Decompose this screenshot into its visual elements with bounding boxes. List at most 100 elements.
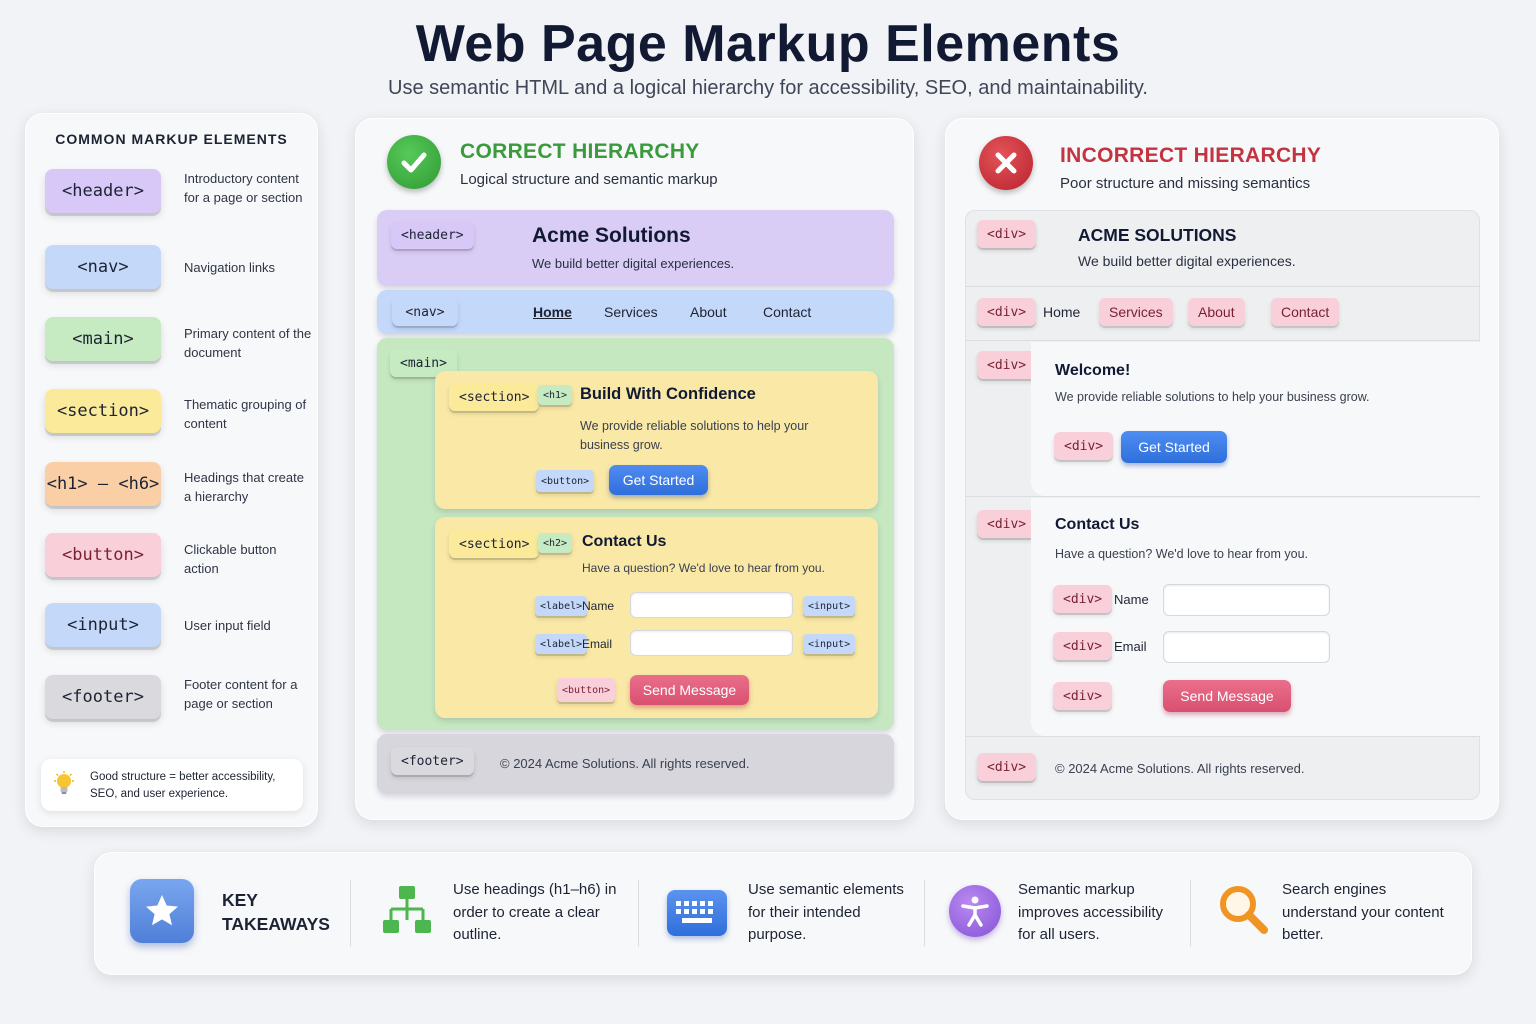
div-tag: <div> [977,510,1037,538]
hierarchy-icon [379,884,435,938]
section-box: <section> <h1> Build With Confidence We … [435,371,878,509]
div-tag: <div> [977,753,1037,781]
legend-tag: <nav> [45,245,161,289]
correct-title: CORRECT HIERARCHY [460,140,700,163]
h2-heading: Contact Us [582,533,667,550]
email-label: Email [582,637,613,651]
page-subtitle: Use semantic HTML and a logical hierarch… [388,77,1148,99]
takeaway-text: Use headings (h1–h6) in order to create … [453,881,617,943]
legend-item-nav: <nav> Navigation links [45,245,310,291]
tip-text: Good structure = better accessibility, S… [90,771,276,800]
welcome-text: We provide reliable solutions to help yo… [1055,390,1370,404]
div-tag: <div> [1053,632,1113,660]
nav-link-home[interactable]: Home [1043,304,1081,320]
incorrect-title: INCORRECT HIERARCHY [1060,144,1322,167]
header-box: <header> Acme Solutions We build better … [377,210,894,286]
welcome-div [1031,342,1480,496]
correct-hierarchy-panel: CORRECT HIERARCHY Logical structure and … [355,118,914,820]
legend-item-main: <main> Primary content of the document [45,317,311,363]
takeaway-text: Search engines understand your content b… [1282,881,1444,943]
input-tag: <input> [803,596,856,616]
div-tag: <div> [1054,432,1114,460]
email-input[interactable] [1163,631,1330,663]
label-tag: <label> [535,596,588,616]
legend-item-button: <button> Clickable button action [45,533,310,579]
keyboard-icon [667,890,727,936]
legend-desc: Navigation links [184,260,276,275]
div-tag: <div> [1053,682,1113,710]
correct-subtitle: Logical structure and semantic markup [460,171,718,188]
legend-desc: User input field [184,618,271,633]
contact-heading: Contact Us [1055,516,1140,533]
star-icon [130,879,194,943]
divider [965,340,1480,341]
divider [965,286,1480,287]
legend-tag: <h1> – <h6> [45,462,161,506]
legend-desc: Primary content of the document [184,326,312,360]
site-name: Acme Solutions [532,224,691,247]
section-text: Have a question? We'd love to hear from … [582,561,825,575]
divider [965,496,1480,497]
footer-text: © 2024 Acme Solutions. All rights reserv… [500,756,750,771]
divider [1190,880,1191,946]
section-text: We provide reliable solutions to help yo… [580,419,809,452]
tagline: We build better digital experiences. [532,256,735,271]
name-input[interactable] [1163,584,1330,616]
legend-tag: <section> [45,389,161,433]
h1-tag: <h1> [538,385,573,405]
legend-desc: Headings that create a hierarchy [184,470,304,504]
nav-link-home[interactable]: Home [533,304,572,320]
get-started-button[interactable]: Get Started [609,465,708,495]
legend-item-footer: <footer> Footer content for a page or se… [45,675,310,721]
legend-item-section: <section> Thematic grouping of content [45,389,310,435]
email-input[interactable] [630,630,793,656]
legend-desc: Introductory content for a page or secti… [184,171,303,205]
nav-link-contact[interactable]: Contact [763,304,812,320]
section-tag: <section> [449,530,540,558]
div-tag: <div> [977,351,1037,379]
tagline: We build better digital experiences. [1078,253,1296,269]
nav-link-services[interactable]: Services [1099,298,1173,326]
name-label: Name [582,599,615,613]
name-input[interactable] [630,592,793,618]
x-icon [979,136,1033,190]
checkmark-icon [387,135,441,189]
section-tag: <section> [449,383,540,411]
incorrect-subtitle: Poor structure and missing semantics [1060,175,1311,192]
accessibility-icon [949,885,1001,937]
nav-tag: <nav> [392,298,458,326]
label-tag: <label> [535,634,588,654]
nav-link-about[interactable]: About [1188,298,1245,326]
div-tag: <div> [1053,585,1113,613]
get-started-button[interactable]: Get Started [1121,431,1227,463]
main-box: <main> <section> <h1> Build With Confide… [377,338,894,730]
name-label: Name [1114,592,1149,607]
footer-text: © 2024 Acme Solutions. All rights reserv… [1055,761,1305,776]
section-box: <section> <h2> Contact Us Have a questio… [435,517,878,718]
h2-tag: <h2> [538,533,573,553]
legend-tag: <footer> [45,675,161,719]
nav-box: <nav> Home Services About Contact [377,290,894,334]
page-title: Web Page Markup Elements [415,15,1121,73]
incorrect-hierarchy-panel: INCORRECT HIERARCHY Poor structure and m… [945,118,1499,820]
takeaway-text: Use semantic elements for their intended… [748,881,904,943]
button-tag: <button> [536,470,595,492]
divider [638,880,639,946]
nav-link-contact[interactable]: Contact [1271,298,1340,326]
input-tag: <input> [803,634,856,654]
div-tag: <div> [977,298,1037,326]
legend-tag: <button> [45,533,161,577]
divider [924,880,925,946]
header-tag: <header> [391,221,474,249]
send-message-button[interactable]: Send Message [630,675,749,705]
nav-link-about[interactable]: About [690,304,727,320]
send-message-button[interactable]: Send Message [1163,680,1291,712]
welcome-heading: Welcome! [1055,362,1131,379]
email-label: Email [1114,639,1147,654]
nav-link-services[interactable]: Services [604,304,658,320]
takeaway-text: Semantic markup improves accessibility f… [1018,881,1164,943]
legend-desc: Clickable button action [184,542,277,576]
legend-desc: Thematic grouping of content [184,397,307,431]
